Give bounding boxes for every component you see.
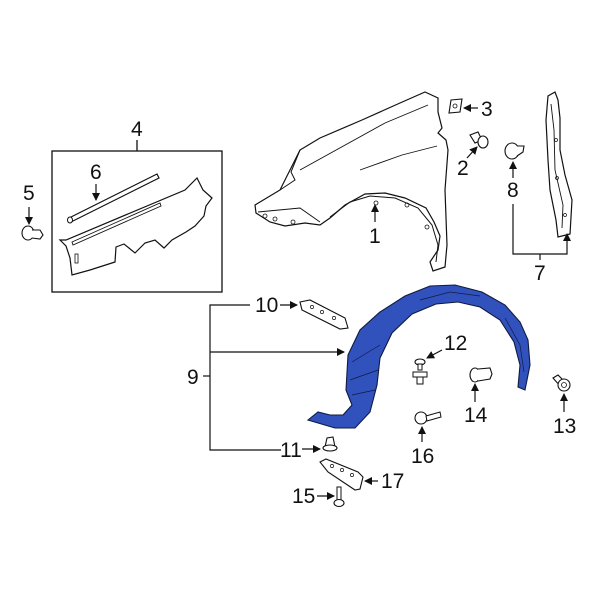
fender-bracket-part-7[interactable] [545,91,573,238]
retainer-part-11[interactable] [322,436,338,452]
callout-11[interactable]: 11 [280,439,302,462]
grommet-part-13[interactable] [552,374,571,392]
pad-part-3[interactable] [448,98,463,114]
screw-part-15[interactable] [333,486,345,508]
screw-part-16[interactable] [414,411,442,425]
bolt-part-2[interactable] [469,131,489,149]
callout-14[interactable]: 14 [464,404,488,427]
callout-10[interactable]: 10 [255,294,279,317]
callout-1[interactable]: 1 [369,225,381,248]
callout-8[interactable]: 8 [507,179,519,202]
leader-2 [466,146,478,159]
fender-part-1[interactable] [254,91,449,272]
callout-4[interactable]: 4 [131,118,143,141]
leader-12 [426,349,443,359]
callout-17[interactable]: 17 [381,470,405,493]
callout-5[interactable]: 5 [23,182,35,205]
clip-part-8[interactable] [504,142,525,160]
fender-liner-part-9[interactable] [306,284,531,429]
callout-13[interactable]: 13 [553,415,577,438]
callout-2[interactable]: 2 [457,157,469,180]
callout-3[interactable]: 3 [481,98,493,121]
retainer-part-14[interactable] [469,367,493,383]
fender-seal-part-4[interactable] [58,176,213,276]
callout-15[interactable]: 15 [292,485,316,508]
callout-6[interactable]: 6 [90,161,102,184]
push-clip-part-12[interactable] [412,358,428,385]
seal-strip-part-6[interactable] [67,173,160,224]
lower-bracket-part-17[interactable] [319,458,364,491]
callout-7[interactable]: 7 [534,262,546,285]
assembly-box-4 [51,140,223,293]
upper-bracket-part-10[interactable] [299,299,349,330]
leader-9 [203,304,345,451]
callout-9[interactable]: 9 [187,366,199,389]
callout-16[interactable]: 16 [411,445,435,468]
leader-7 [512,204,571,260]
clip-part-5[interactable] [21,225,44,241]
callout-12[interactable]: 12 [444,332,468,355]
